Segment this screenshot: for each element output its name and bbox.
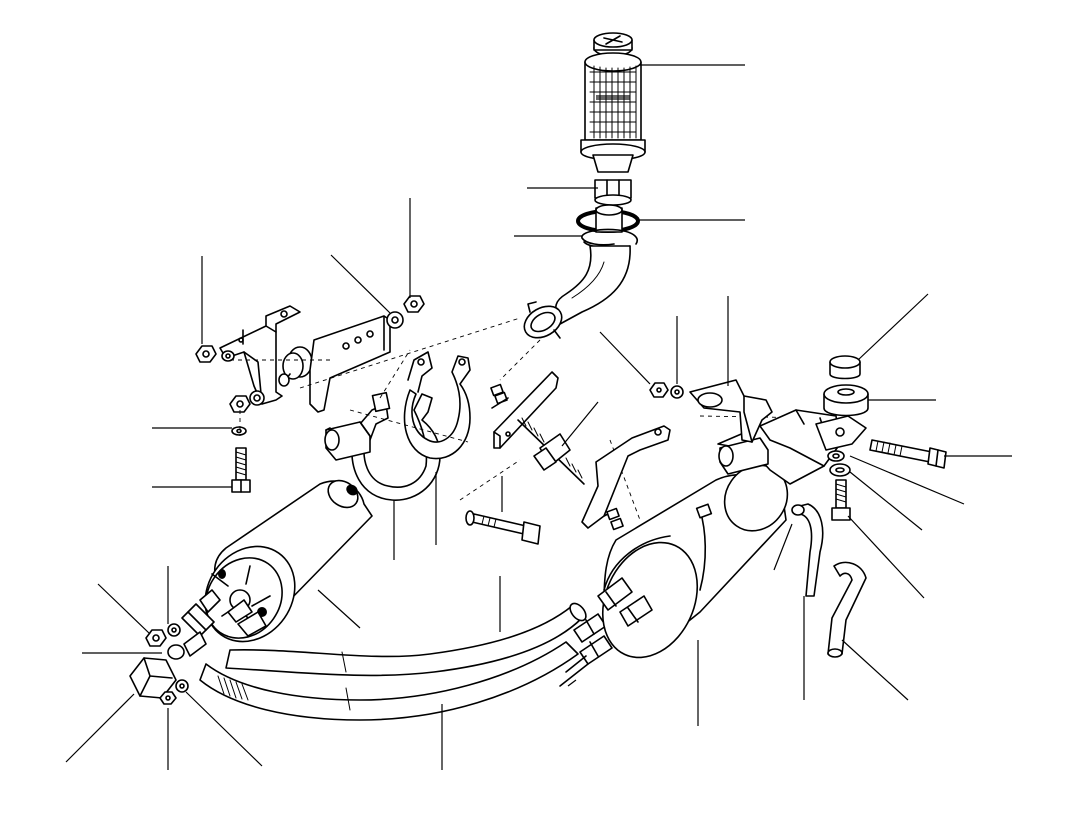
rubber-mount-left: [278, 346, 313, 387]
left-washer-top: [221, 350, 235, 362]
breather-pipe: [791, 503, 824, 597]
pump-clamp-band-rear: [403, 351, 471, 460]
bracket-nuts: [606, 507, 624, 531]
mount-plate: [815, 415, 867, 451]
upper-fuel-hose: [225, 602, 587, 677]
center-bracket-plate: [493, 371, 559, 449]
small-nut-bottom: [159, 691, 177, 705]
left-fuel-pump: [199, 479, 373, 643]
right-short-bolt: [831, 479, 851, 521]
lower-fuel-hose: [199, 641, 579, 721]
rubber-insulator-block: [324, 421, 371, 461]
banjo-nut: [129, 657, 177, 699]
strainer-nut: [594, 179, 632, 206]
right-long-bolt: [869, 439, 947, 469]
threaded-rod-with-spacer: [517, 417, 585, 485]
small-bent-hose: [827, 561, 867, 658]
upper-right-bracket: [689, 379, 773, 443]
right-washer-b: [829, 463, 851, 477]
small-washer-bottom: [175, 679, 189, 693]
right-pump-bracket: [717, 409, 841, 485]
fuel-strainer-filter: [580, 32, 646, 173]
right-fuel-pump: [597, 464, 789, 659]
left-mounting-bracket: [219, 305, 301, 405]
rubber-mount-large: [823, 384, 869, 417]
left-bolt: [231, 447, 251, 493]
rubber-cap: [829, 355, 861, 380]
inlet-hose: [554, 245, 631, 325]
pump-clamp-band-front: [351, 391, 441, 501]
right-washer-a: [827, 450, 845, 462]
right-small-nut: [649, 382, 669, 398]
left-washer-lower: [231, 426, 247, 436]
right-small-washer: [670, 385, 684, 399]
strainer-o-ring: [576, 204, 640, 233]
left-nut-lower: [229, 395, 251, 413]
strap-washer: [386, 311, 404, 329]
assembly-dashed-lines: [230, 317, 821, 521]
right-angle-bracket: [581, 425, 671, 529]
hose-clamp: [523, 301, 563, 339]
strap-nut: [403, 295, 425, 313]
center-nuts: [490, 383, 509, 409]
leader-lines: [65, 64, 1012, 770]
left-pump-small-fittings: [145, 603, 215, 660]
center-bolt: [465, 510, 541, 545]
left-lock-washer: [249, 390, 265, 406]
left-nut-top: [195, 345, 217, 363]
